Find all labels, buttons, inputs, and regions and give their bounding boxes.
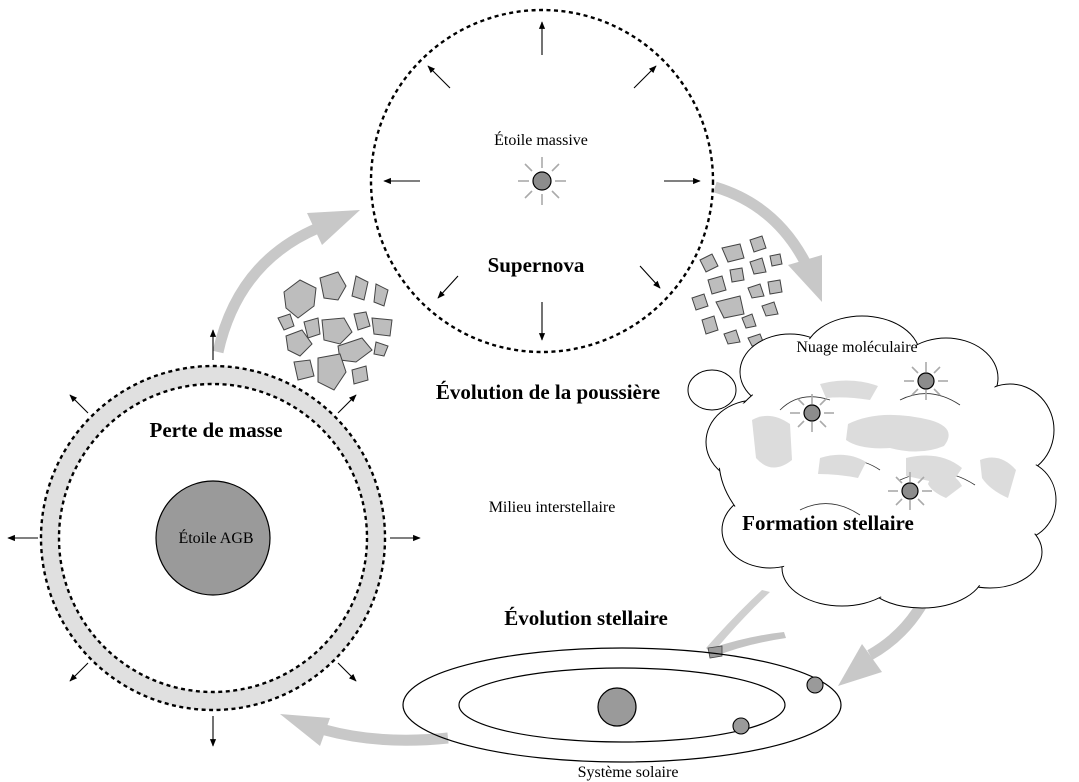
agb-star-label: Étoile AGB — [178, 528, 253, 547]
young-star-icon-3 — [888, 472, 932, 510]
molecular-cloud: Nuage moléculaire Formation stellaire — [687, 315, 1057, 609]
mass-loss-label: Perte de masse — [150, 418, 283, 442]
supernova-label: Supernova — [488, 253, 585, 277]
ism-label: Milieu interstellaire — [489, 499, 616, 516]
supernova-region: Étoile massive Supernova — [369, 8, 715, 354]
mass-loss-shell — [41, 366, 385, 710]
solar-system-label: Système solaire — [578, 764, 679, 781]
agb-star-icon — [155, 480, 271, 596]
dust-grains-right — [691, 235, 783, 347]
comet-icon — [706, 590, 786, 659]
expansion-arrows — [383, 21, 701, 341]
cycle-arrow-agb-to-supernova — [212, 210, 360, 354]
planet-outer-icon — [806, 676, 824, 694]
agb-star-region: Étoile AGB Perte de masse — [7, 329, 421, 747]
molecular-cloud-label: Nuage moléculaire — [796, 339, 917, 356]
cloud-shading — [752, 380, 1016, 498]
dust-grains-left — [277, 271, 393, 391]
massive-star-icon — [518, 157, 566, 205]
supernova-shell — [369, 8, 715, 354]
sun-icon — [597, 687, 637, 727]
stellar-evolution-label: Évolution stellaire — [504, 606, 668, 630]
cycle-arrow-supernova-to-cloud — [713, 181, 822, 302]
solar-system: Système solaire — [402, 647, 842, 781]
outer-orbit — [402, 647, 842, 763]
young-star-icon-1 — [790, 394, 834, 432]
planet-inner-icon — [732, 717, 750, 735]
young-star-icon-2 — [904, 362, 948, 400]
massive-star-label: Étoile massive — [494, 130, 588, 149]
agb-expansion-arrows — [7, 329, 421, 747]
star-formation-label: Formation stellaire — [742, 511, 914, 535]
inner-orbit — [458, 667, 786, 743]
dust-evolution-label: Évolution de la poussière — [436, 380, 660, 404]
cycle-arrow-solar-system-to-agb — [280, 714, 449, 746]
